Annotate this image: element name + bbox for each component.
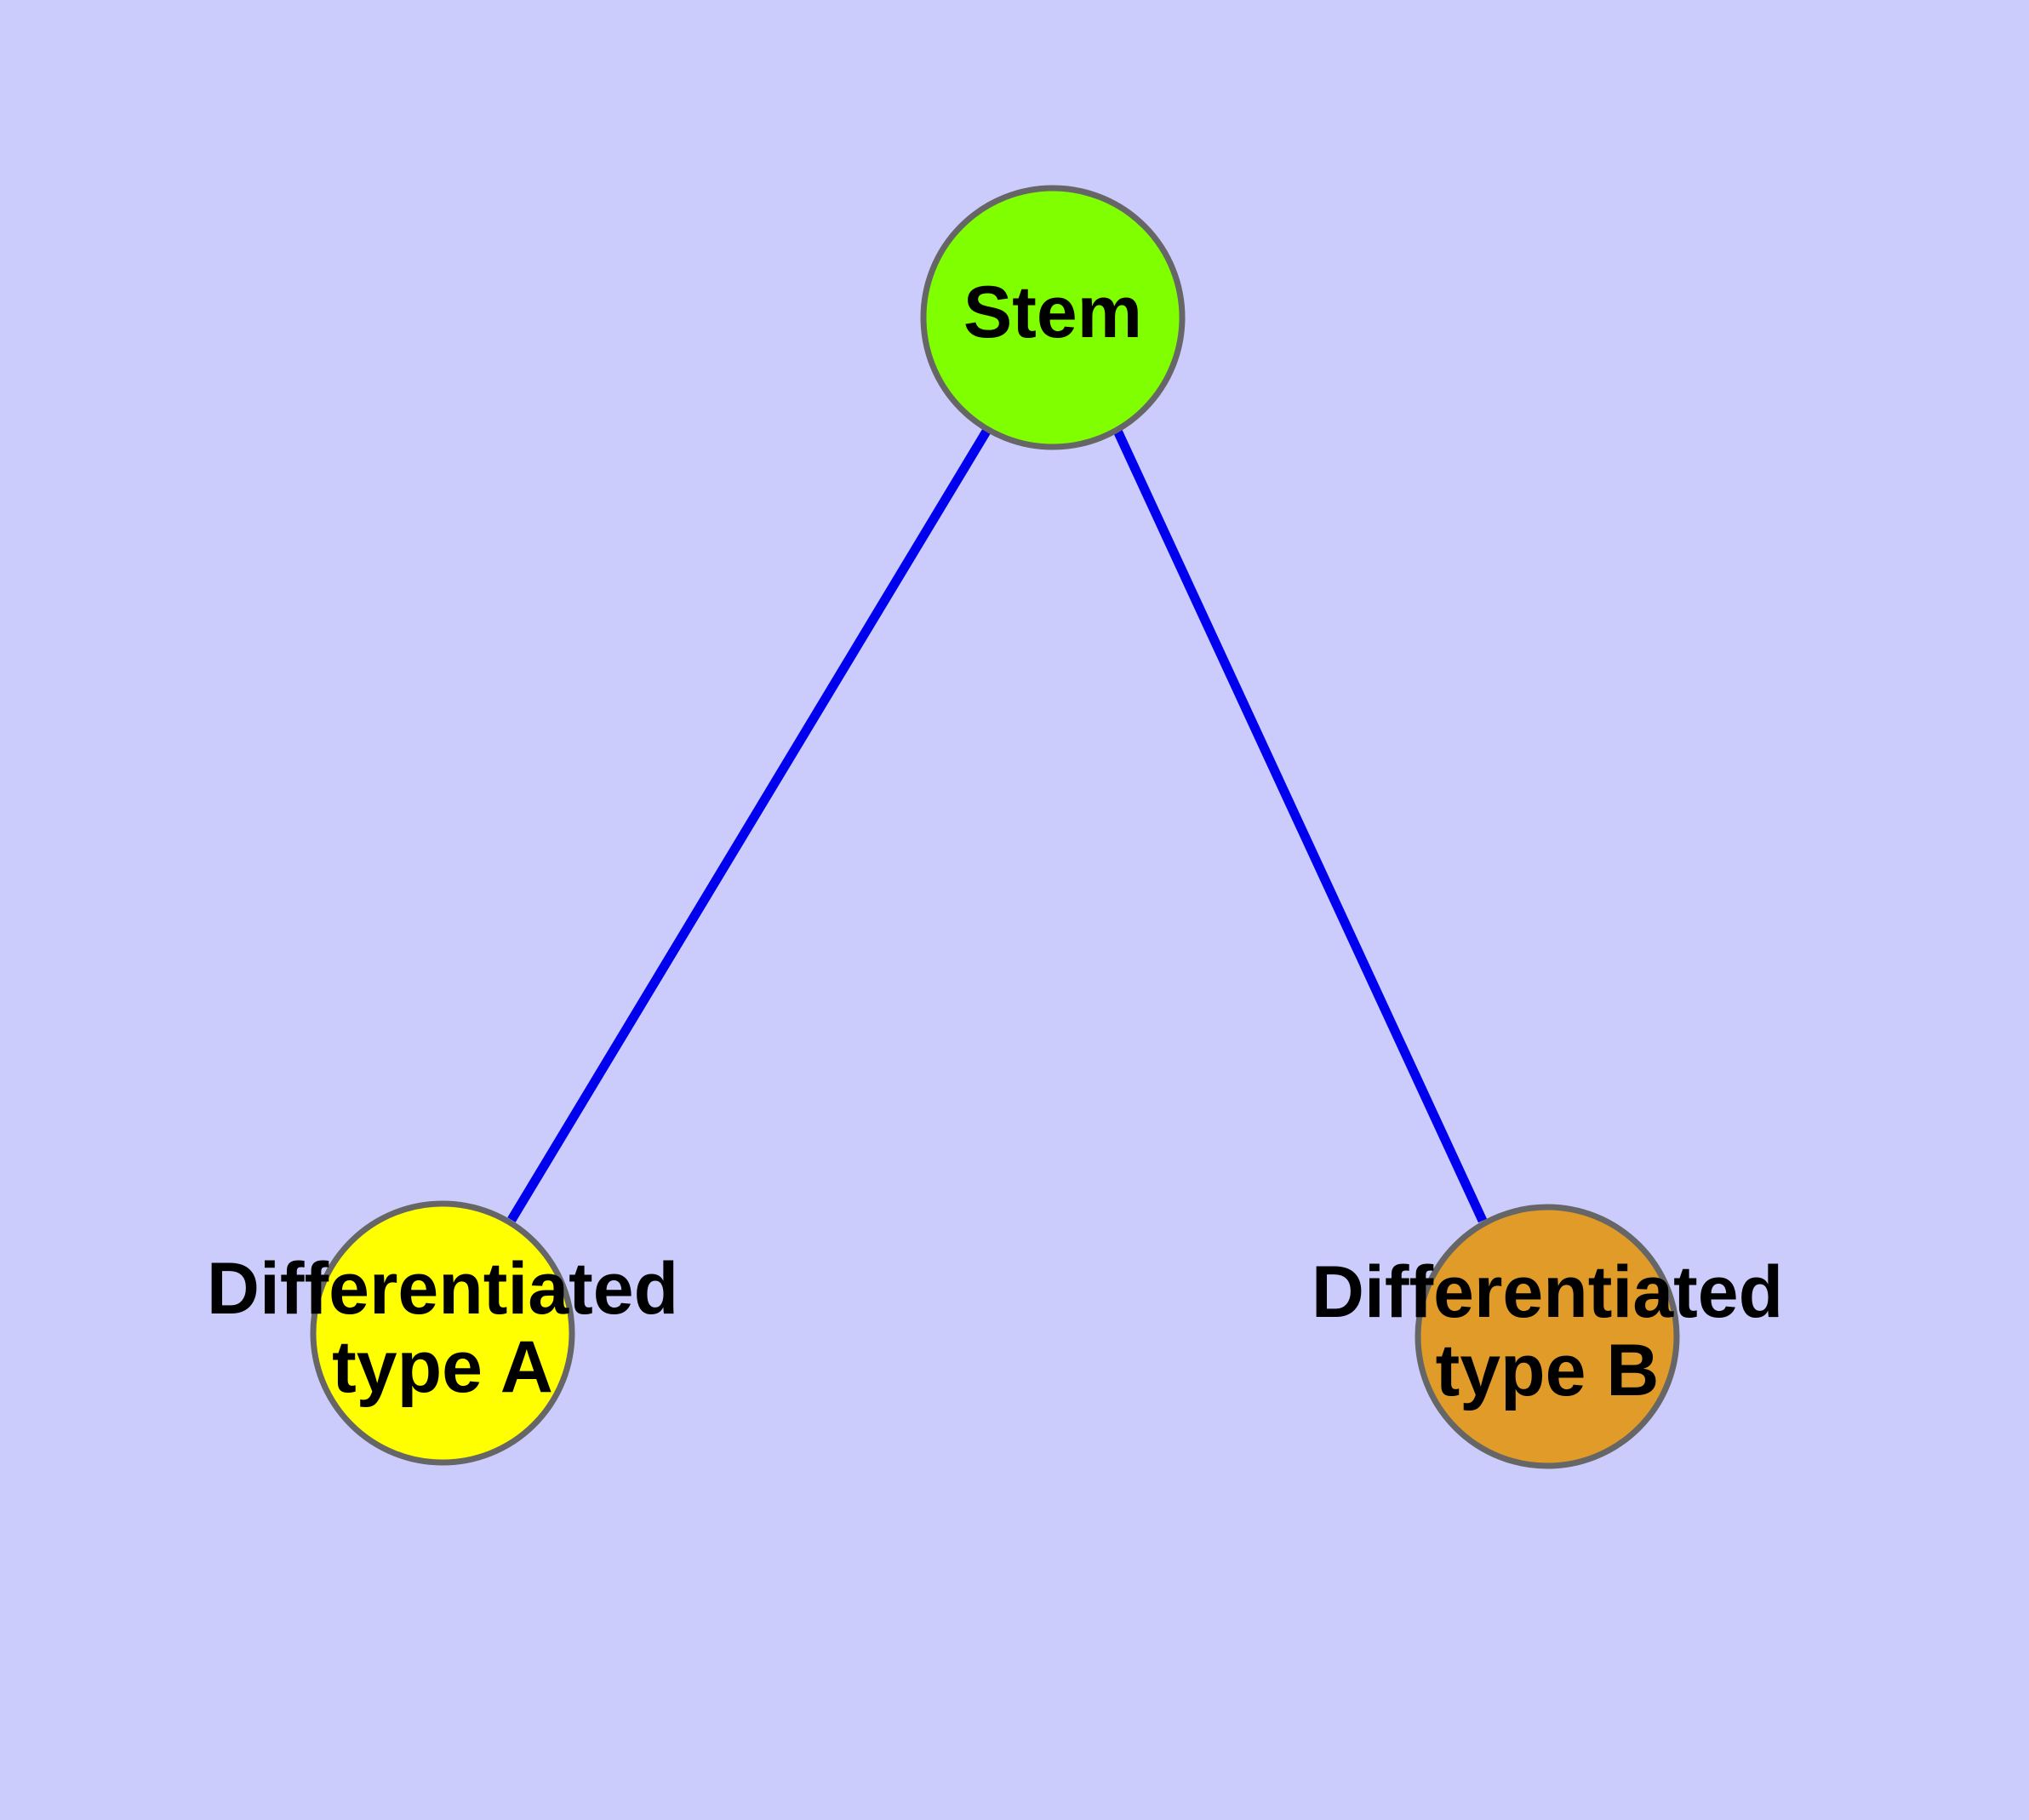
node-label-line: Differentiated	[207, 1248, 678, 1330]
nodes-layer	[310, 185, 1680, 1469]
edges-layer	[507, 427, 1487, 1223]
edge-stem-diff-b[interactable]	[1113, 428, 1487, 1223]
node-stem[interactable]	[920, 185, 1186, 450]
edge-stem-diff-a[interactable]	[507, 427, 992, 1222]
node-label-line: Differentiated	[1312, 1251, 1783, 1333]
node-label-line: type A	[332, 1326, 553, 1408]
node-label-line: type B	[1436, 1330, 1660, 1411]
node-label-stem: Stem	[963, 272, 1142, 353]
node-label-line: Stem	[963, 272, 1142, 353]
node-diff_a[interactable]	[310, 1200, 575, 1466]
node-diff_b[interactable]	[1415, 1204, 1680, 1469]
